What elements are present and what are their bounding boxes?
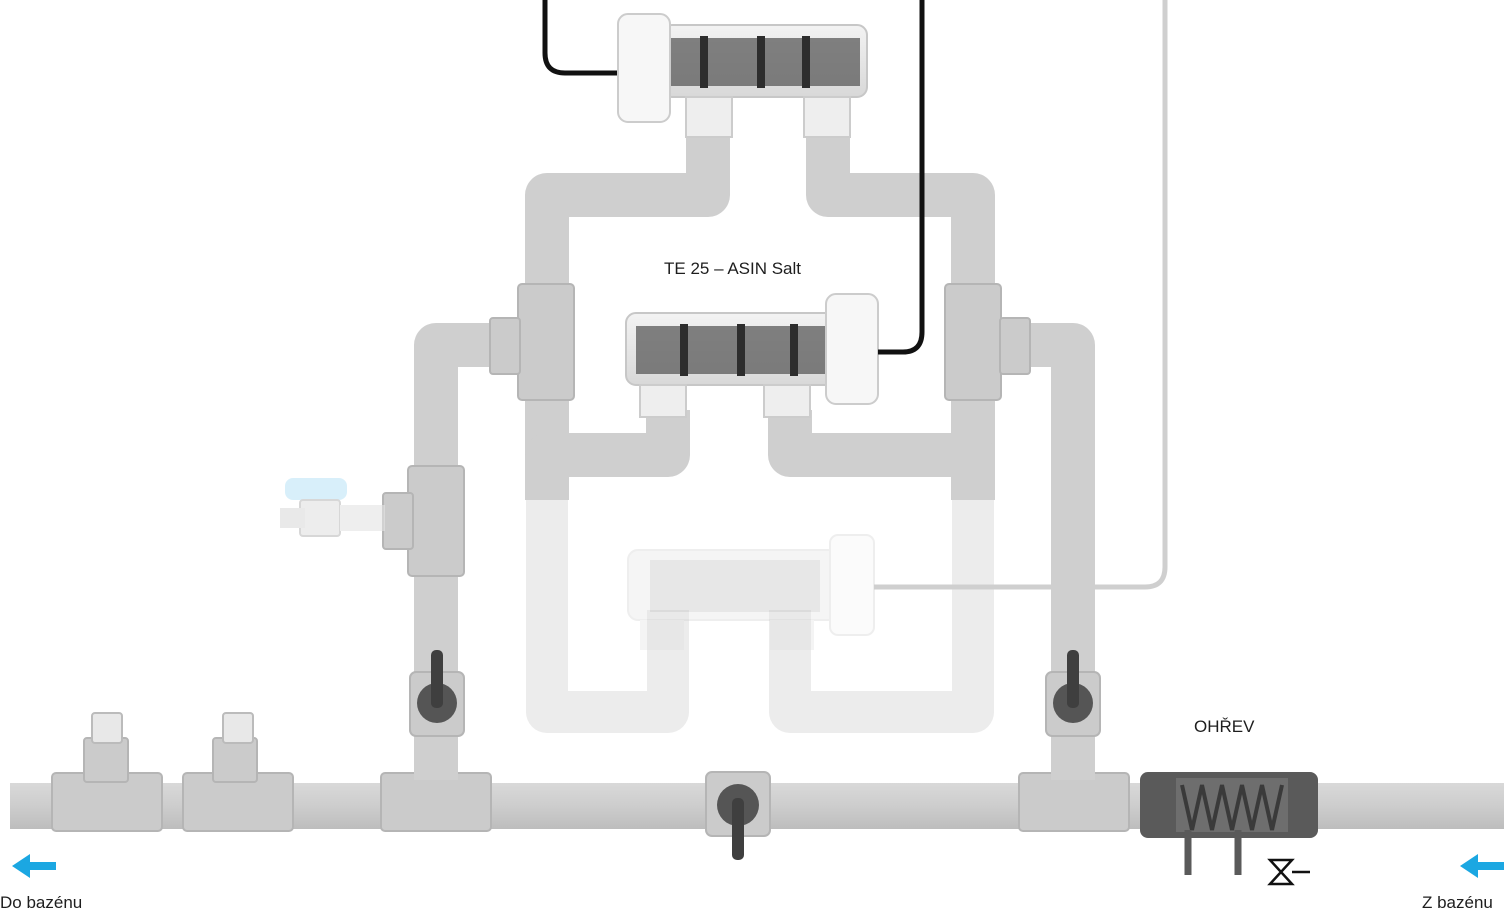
salt-cell-top [617, 13, 868, 138]
heater-label: OHŘEV [1194, 717, 1255, 736]
drain-valve-icon [1267, 858, 1310, 886]
ball-valve-right [1045, 650, 1101, 737]
cable-top [542, 0, 617, 76]
tee-fittings-left [51, 737, 1130, 832]
model-label: TE 25 – ASIN Salt [664, 259, 802, 278]
heater [1140, 772, 1318, 886]
cable-middle [878, 0, 925, 355]
branch-pipes [414, 135, 1095, 780]
ball-valve-left [409, 650, 465, 737]
tee-fittings-branch [382, 283, 1031, 577]
to-pool-label: Do bazénu [0, 893, 83, 912]
sampling-tap [280, 478, 385, 537]
salt-cell-middle [625, 293, 879, 418]
ball-valve-main [705, 771, 771, 860]
faded-cable [874, 0, 1168, 590]
faded-salt-cell [627, 534, 875, 650]
faded-bypass-loop [526, 480, 994, 733]
arrow-left-icon [1460, 854, 1504, 878]
sensor-caps [91, 712, 254, 744]
arrow-left-icon [12, 854, 56, 878]
from-pool-label: Z bazénu [1422, 893, 1493, 912]
